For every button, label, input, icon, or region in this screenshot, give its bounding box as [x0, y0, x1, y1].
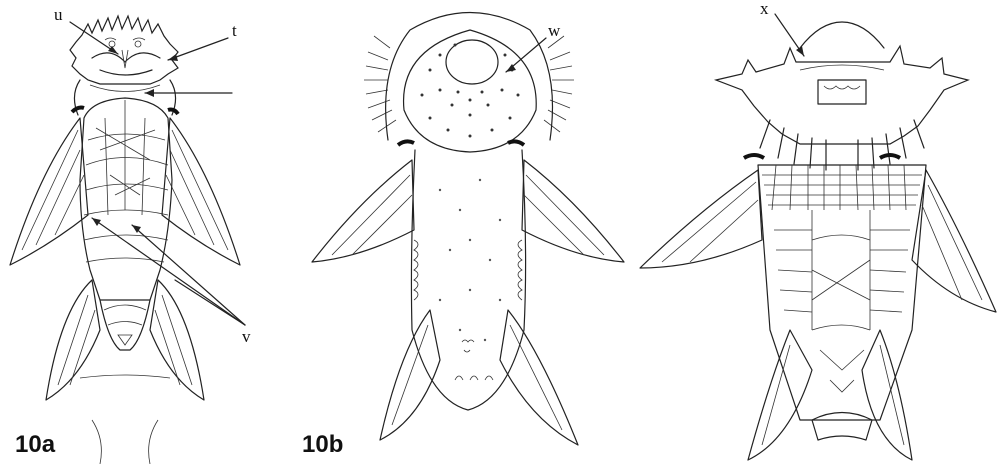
callout-t: t [232, 21, 237, 40]
fish-10c [640, 14, 996, 460]
figure-label-10a: 10a [15, 431, 56, 458]
fish-10a [10, 16, 245, 464]
fish-10a-head [70, 16, 178, 84]
callout-u: u [54, 5, 63, 24]
fish-10b [312, 13, 624, 446]
figure-label-10b: 10b [302, 431, 343, 458]
callout-v: v [242, 327, 251, 346]
callout-w: w [548, 21, 561, 40]
callout-x: x [760, 0, 769, 18]
